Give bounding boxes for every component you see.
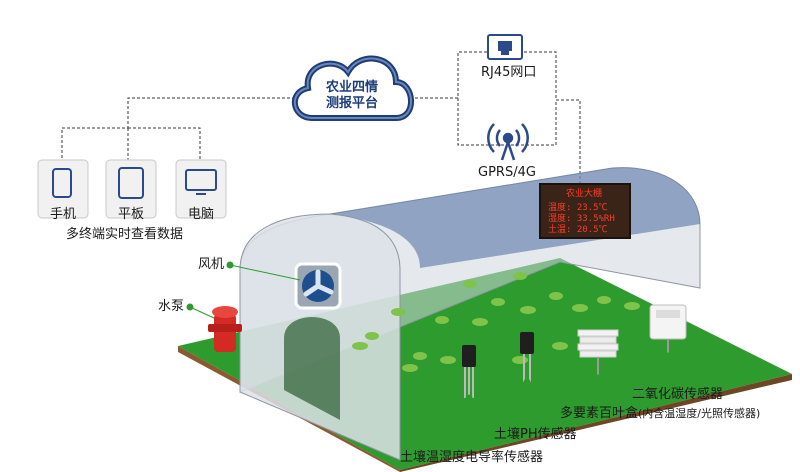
terminal-computer-box xyxy=(175,159,227,219)
co2-sensor xyxy=(649,304,687,356)
louver-box-note: (内含温湿度/光照传感器) xyxy=(638,407,761,420)
display-board xyxy=(539,183,631,239)
exhaust-fan xyxy=(294,262,342,310)
louver-box-label: 多要素百叶盒(内含温湿度/光照传感器) xyxy=(560,407,760,420)
phone-label: 手机 xyxy=(49,207,76,222)
board-row-temp: 温度: 23.5℃ xyxy=(548,203,608,213)
pump-label: 水泵 xyxy=(158,299,185,314)
ph-sensor xyxy=(520,332,534,382)
board-row-humidity: 湿度: 33.5%RH xyxy=(548,214,615,224)
computer-label: 电脑 xyxy=(187,207,214,222)
water-pump xyxy=(208,306,242,352)
rj45-label: RJ45网口 xyxy=(481,65,537,80)
cloud-line1: 农业四情 xyxy=(325,80,378,95)
terminal-tablet-box xyxy=(105,159,157,219)
cloud-line2: 测报平台 xyxy=(325,96,378,111)
rj45-port-icon xyxy=(487,34,523,60)
louver-box xyxy=(577,329,619,378)
label-leader-lines xyxy=(468,356,669,452)
tablet-label: 平板 xyxy=(117,207,144,222)
phone-icon xyxy=(52,168,72,198)
soil-sensor-label: 土壤温湿度电导率传感器 xyxy=(400,450,544,465)
terminals-caption: 多终端实时查看数据 xyxy=(66,227,184,242)
board-title: 农业大棚 xyxy=(566,189,603,199)
gprs-antenna-icon xyxy=(487,123,529,161)
tablet-icon xyxy=(118,167,144,199)
co2-sensor-label: 二氧化碳传感器 xyxy=(632,387,724,402)
label-leaders xyxy=(186,261,672,402)
soil-ec-sensor xyxy=(462,345,476,398)
ph-sensor-label: 土壤PH传感器 xyxy=(494,427,577,442)
gprs-label: GPRS/4G xyxy=(478,165,536,180)
terminal-phone-box xyxy=(37,159,89,219)
monitor-icon xyxy=(185,169,217,191)
board-row-soil-temp: 土温: 20.5℃ xyxy=(548,225,608,235)
fan-label: 风机 xyxy=(198,257,225,272)
louver-box-title: 多要素百叶盒 xyxy=(560,406,639,421)
plants xyxy=(352,272,640,372)
cloud-platform xyxy=(291,55,414,121)
cloud-platform-label: 农业四情 测报平台 xyxy=(312,80,392,112)
